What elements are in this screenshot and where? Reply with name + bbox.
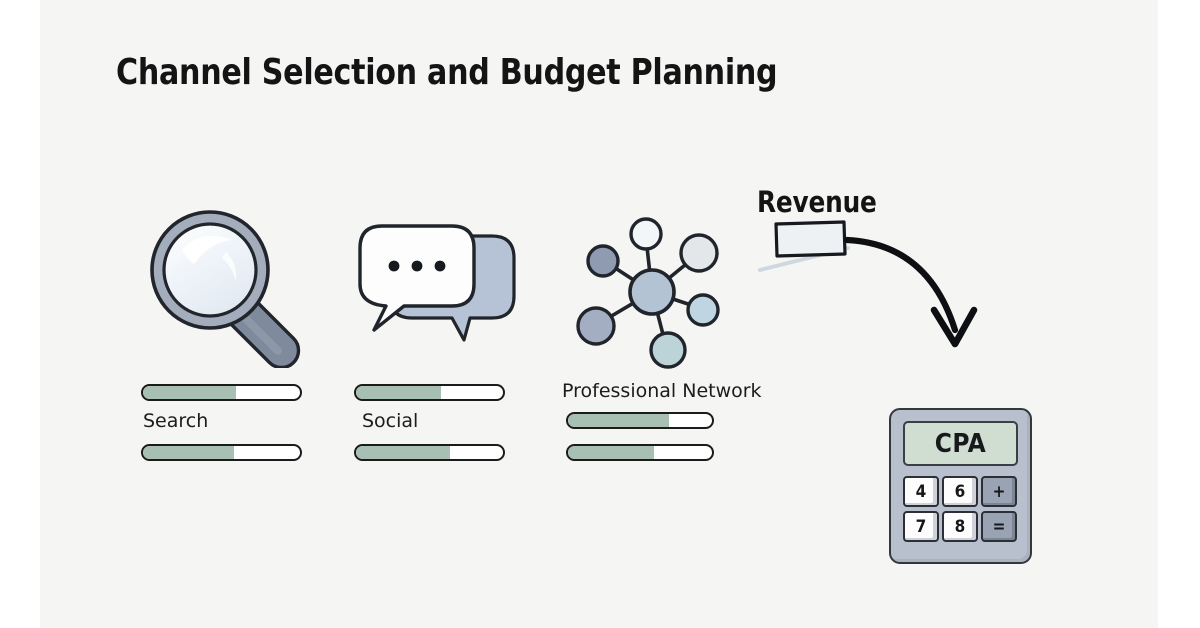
revenue-to-cpa-arrow [752, 210, 1012, 370]
search-bar-top-fill [143, 386, 236, 399]
revenue-label: Revenue [757, 185, 877, 219]
calculator-key-4[interactable]: 4 [903, 476, 939, 507]
revenue-tag [774, 220, 847, 258]
calculator-key-equals[interactable]: = [981, 511, 1017, 542]
professional-network-bar-top[interactable] [566, 412, 714, 429]
calculator-key-7[interactable]: 7 [903, 511, 939, 542]
channel-label-search: Search [143, 410, 209, 432]
calculator-keypad: 4 6 + 7 8 = [903, 476, 1021, 542]
search-bar-bottom-fill [143, 446, 235, 459]
page-title: Channel Selection and Budget Planning [116, 52, 778, 93]
professional-network-bar-bottom-fill [568, 446, 655, 459]
magnifying-glass-icon [140, 198, 320, 370]
search-bar-bottom[interactable] [141, 444, 302, 461]
channel-label-social: Social [362, 410, 419, 432]
social-bar-bottom-fill [356, 446, 451, 459]
speech-bubbles-icon [352, 208, 532, 358]
channel-label-professional-network: Professional Network [562, 380, 762, 402]
calculator-screen-text: CPA [934, 428, 987, 459]
social-bar-top-fill [356, 386, 442, 399]
calculator-screen: CPA [903, 421, 1018, 466]
network-hub-icon [572, 204, 732, 369]
professional-network-bar-bottom[interactable] [566, 444, 714, 461]
social-bar-bottom[interactable] [354, 444, 505, 461]
calculator-key-6[interactable]: 6 [942, 476, 978, 507]
calculator-key-8[interactable]: 8 [942, 511, 978, 542]
social-bar-top[interactable] [354, 384, 505, 401]
arrow-head-icon [930, 306, 978, 348]
calculator-key-plus[interactable]: + [981, 476, 1017, 507]
cpa-calculator[interactable]: CPA 4 6 + 7 8 = [889, 408, 1032, 564]
search-bar-top[interactable] [141, 384, 302, 401]
professional-network-bar-top-fill [568, 414, 669, 427]
